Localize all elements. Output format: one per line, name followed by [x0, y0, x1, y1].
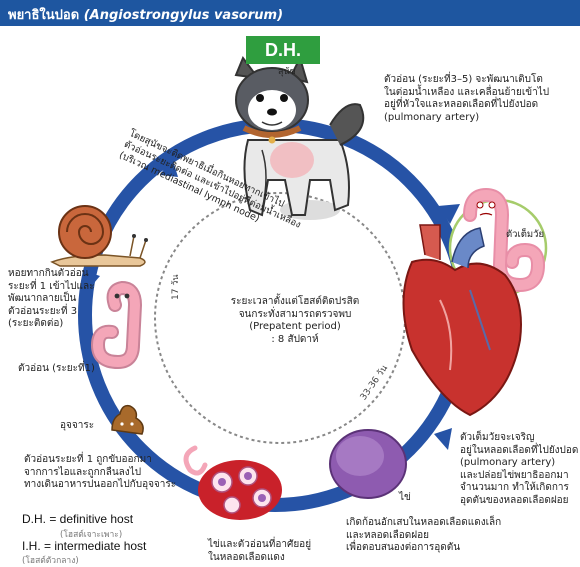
adult-desc-line: ตัวเต็มวัยจะเจริญ: [460, 432, 535, 443]
dog-label: สุนัข: [278, 67, 296, 77]
larva1-out-text: ตัวอ่อนระยะที่ 1 ถูกขับออกมา จากการไอและ…: [24, 454, 176, 492]
snail-desc-line: หอยทากกินตัวอ่อน: [8, 268, 89, 279]
lung-label-line: ในหลอดเลือดแดง: [208, 551, 285, 563]
larva-stage35-line: ตัวอ่อน (ระยะที่3–5) จะพัฒนาเติบโต: [384, 74, 543, 85]
larva-stage35-line: ในต่อมน้ำเหลือง และเคลื่อนย้ายเข้าไป: [384, 86, 550, 98]
title-latin: (Angiostrongylus vasorum): [83, 8, 284, 23]
title-bar: พยาธิในปอด (Angiostrongylus vasorum): [0, 0, 580, 26]
adult-desc-line: และปล่อยไข่พยาธิออกมา: [460, 469, 569, 481]
adult-desc-line: จำนวนมาก ทำให้เกิดการ: [460, 482, 569, 493]
prepatent-line: จนกระทั่งสามารถตรวจพบ: [238, 308, 352, 320]
snail-illustration: [50, 205, 148, 267]
prepatent-line: (Prepatent period): [249, 321, 341, 332]
lung-tissue-illustration: [183, 445, 282, 520]
arrow-head-left: [82, 270, 100, 290]
egg-illustration: [329, 429, 407, 499]
duration-left: 17 วัน: [171, 274, 181, 300]
larva1-label: ตัวอ่อน (ระยะที่1): [18, 363, 95, 374]
prepatent-period-text: ระยะเวลาตั้งแต่โฮสต์ติดปรสิต จนกระทั่งสา…: [220, 296, 370, 346]
larva1-out-line: ตัวอ่อนระยะที่ 1 ถูกขับออกมา: [24, 454, 152, 465]
egg-desc-line: เพื่อตอบสนองต่อการอุดตัน: [346, 542, 461, 553]
larva-stage35-line: อยู่ที่หัวใจและหลอดเลือดที่ไปยังปอด: [384, 99, 539, 110]
arrow-head-top-left: [160, 157, 178, 177]
heart-illustration: [402, 224, 522, 417]
snail-desc-line: ตัวอ่อนระยะที่ 3: [8, 305, 78, 317]
arrow-head-top-right: [438, 204, 460, 224]
arrow-head-right: [434, 428, 452, 450]
young-adult-worm: [463, 187, 546, 293]
snail-desc-line: ระยะที่ 1 เข้าไปและ: [8, 280, 95, 292]
snail-desc-text: หอยทากกินตัวอ่อน ระยะที่ 1 เข้าไปและ พัฒ…: [8, 268, 94, 331]
definitive-host-badge: D.H.: [246, 36, 320, 64]
egg-desc-text: เกิดก้อนอักเสบในหลอดเลือดแดงเล็ก และหลอด…: [346, 517, 501, 555]
adult-desc-line: อยู่ในหลอดเลือดที่ไปยังปอด: [460, 444, 579, 456]
larva-stage1-illustration: [90, 280, 143, 370]
larva-stage35-text: ตัวอ่อน (ระยะที่3–5) จะพัฒนาเติบโต ในต่อ…: [384, 74, 549, 124]
egg-desc-line: เกิดก้อนอักเสบในหลอดเลือดแดงเล็ก: [346, 517, 502, 528]
lung-label-text: ไข่และตัวอ่อนที่อาศัยอยู่ ในหลอดเลือดแดง: [208, 539, 311, 564]
dog-illustration: [234, 55, 365, 220]
title-thai: พยาธิในปอด: [8, 8, 84, 23]
egg-label: ไข่: [399, 492, 411, 503]
young-adult-label: ตัวเต็มวัย: [506, 229, 545, 240]
adult-desc-text: ตัวเต็มวัยจะเจริญ อยู่ในหลอดเลือดที่ไปยั…: [460, 432, 578, 507]
legend-definitive-host: D.H. = definitive host: [22, 512, 134, 526]
feces-label: อุจจาระ: [60, 420, 95, 431]
snail-desc-line: (ระยะติดต่อ): [8, 318, 64, 329]
snail-desc-line: พัฒนากลายเป็น: [8, 293, 77, 304]
egg-desc-line: และหลอดเลือดฝอย: [346, 529, 429, 541]
feces-illustration: [111, 404, 144, 435]
adult-desc-line: อุดตันของหลอดเลือดฝอย: [460, 494, 569, 506]
legend-intermediate-host: I.H. = intermediate host: [22, 539, 147, 553]
page-title: พยาธิในปอด (Angiostrongylus vasorum): [8, 4, 283, 25]
larva-stage35-line: (pulmonary artery): [384, 111, 480, 123]
lung-label-line: ไข่และตัวอ่อนที่อาศัยอยู่: [208, 539, 312, 550]
larva1-out-line: จากการไอและถูกกลืนลงไป: [24, 466, 142, 478]
prepatent-line: : 8 สัปดาห์: [271, 333, 319, 345]
legend-definitive-host-thai: (โฮสต์เจาะเพาะ): [60, 530, 123, 540]
legend-intermediate-host-thai: (โฮสต์ตัวกลาง): [22, 556, 79, 566]
adult-desc-line: (pulmonary artery): [460, 457, 556, 468]
larva1-out-line: ทางเดินอาหารปนออกไปกับอุจจาระ: [24, 479, 177, 490]
prepatent-line: ระยะเวลาตั้งแต่โฮสต์ติดปรสิต: [230, 296, 360, 307]
